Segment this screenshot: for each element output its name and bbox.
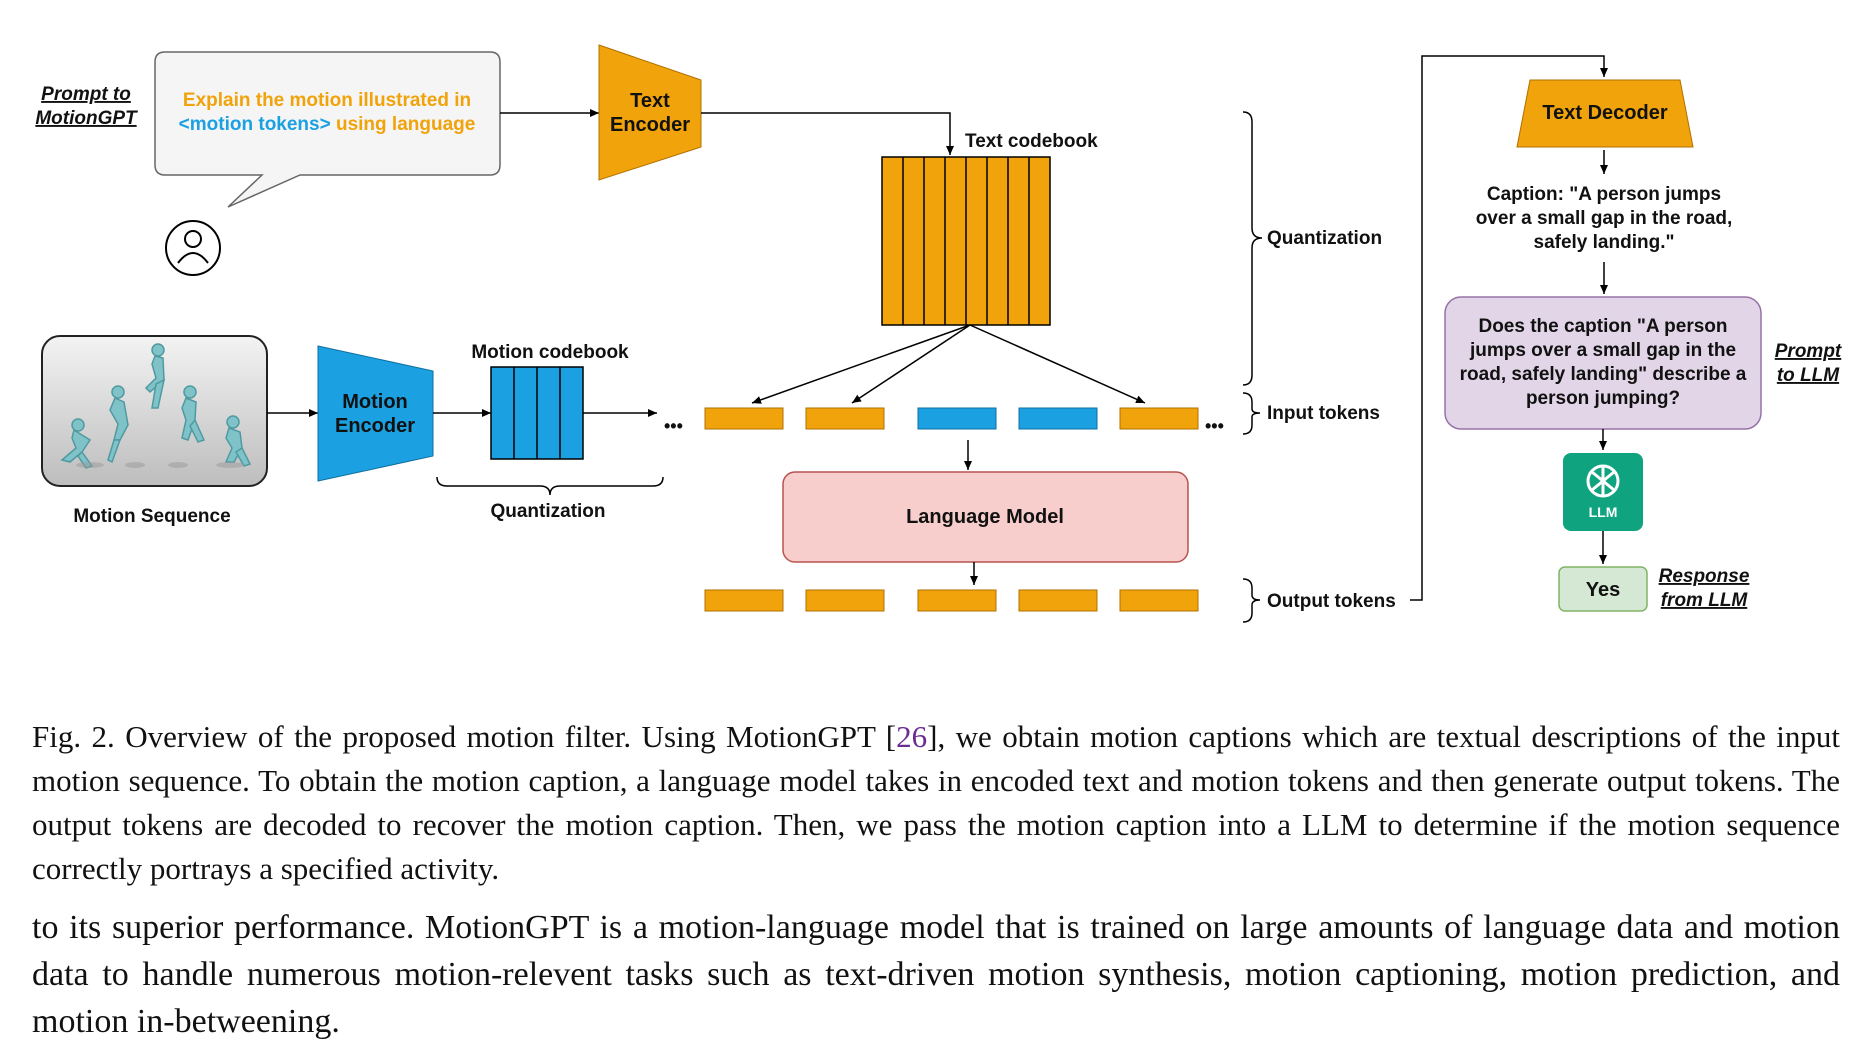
output-token (704, 589, 784, 612)
motion-encoder-label: Motion (342, 391, 408, 413)
input-tokens-label: Input tokens (1267, 403, 1380, 424)
caption-suffix: ], we obtain motion captions which are t… (32, 719, 1840, 886)
motion-codebook-label: Motion codebook (471, 342, 629, 363)
output-token (917, 589, 997, 612)
response-value: Yes (1586, 579, 1620, 601)
text-codebook (881, 156, 1051, 326)
user-avatar-icon (165, 220, 221, 276)
output-token (1119, 589, 1199, 612)
body-paragraph: to its superior performance. MotionGPT i… (32, 909, 1840, 1040)
quantization-bottom-label: Quantization (490, 501, 605, 522)
motion-tokens-placeholder: <motion tokens> (179, 114, 331, 135)
caption-output-line2: over a small gap in the road, (1476, 208, 1733, 229)
citation-link[interactable]: 26 (896, 719, 928, 754)
prompt-to-motiongpt-label-line2: MotionGPT (35, 108, 138, 129)
motion-filter-diagram: Prompt to MotionGPT Explain the motion i… (35, 44, 1842, 623)
prompt-to-llm-label: Prompt (1775, 341, 1842, 362)
caption-output-line3: safely landing." (1534, 232, 1675, 253)
input-token (1119, 407, 1199, 430)
text-encoder-label: Text (630, 90, 670, 112)
prompt-text-line2: <motion tokens> using language (179, 114, 476, 135)
input-token (805, 407, 885, 430)
llm-prompt-line2: jumps over a small gap in the (1469, 340, 1736, 361)
motion-codebook (490, 366, 584, 460)
prompt-to-llm-label-line2: to LLM (1777, 365, 1840, 386)
input-tokens-ellipsis-left: ••• (664, 416, 683, 436)
response-box (1558, 566, 1648, 612)
input-token (917, 407, 997, 430)
prompt-to-motiongpt-label: Prompt to (41, 84, 131, 105)
language-model-label: Language Model (906, 506, 1064, 528)
language-model (782, 471, 1189, 563)
text-encoder-label-line2: Encoder (610, 114, 690, 136)
input-token (1018, 407, 1098, 430)
quantization-top-label: Quantization (1267, 228, 1382, 249)
response-from-llm-label: Response (1659, 566, 1750, 587)
text-encoder (598, 44, 702, 181)
figure-caption: Fig. 2. Overview of the proposed motion … (32, 715, 1840, 891)
response-from-llm-label-line2: from LLM (1661, 590, 1749, 611)
output-tokens-brace (1242, 578, 1261, 623)
llm-prompt-line3: road, safely landing" describe a (1460, 364, 1747, 385)
arrow-output-to-text-decoder (1410, 55, 1608, 601)
openai-llm-icon (1563, 453, 1643, 531)
output-token (805, 589, 885, 612)
output-tokens-label: Output tokens (1267, 591, 1396, 612)
motion-figure-image (41, 335, 268, 487)
input-tokens-brace (1242, 392, 1261, 435)
llm-prompt-line1: Does the caption "A person (1478, 316, 1727, 337)
motion-sequence-label: Motion Sequence (73, 506, 230, 527)
arrow-text-encoder-to-codebook (701, 112, 954, 155)
speech-bubble (154, 51, 501, 208)
cut-off-text-line (32, 1006, 1840, 1023)
quantization-brace-top (1242, 111, 1263, 386)
input-token (704, 407, 784, 430)
motion-encoder-label-line2: Encoder (335, 415, 415, 437)
text-codebook-label: Text codebook (965, 131, 1098, 152)
llm-prompt-line4: person jumping? (1526, 388, 1680, 409)
llm-icon-label: LLM (1589, 504, 1618, 520)
output-token (1018, 589, 1098, 612)
prompt-text-line1: Explain the motion illustrated in (183, 90, 471, 111)
prompt-text-line2-rest: using language (331, 114, 476, 135)
text-decoder (1516, 79, 1694, 148)
quantization-brace-bottom (436, 476, 664, 496)
codebook-to-token-arrows (751, 324, 1146, 404)
input-tokens-ellipsis-right: ••• (1205, 416, 1224, 436)
text-decoder-label: Text Decoder (1542, 102, 1667, 124)
motion-encoder (317, 345, 434, 482)
caption-prefix: Fig. 2. Overview of the proposed motion … (32, 719, 897, 754)
caption-output-line1: Caption: "A person jumps (1487, 184, 1721, 205)
